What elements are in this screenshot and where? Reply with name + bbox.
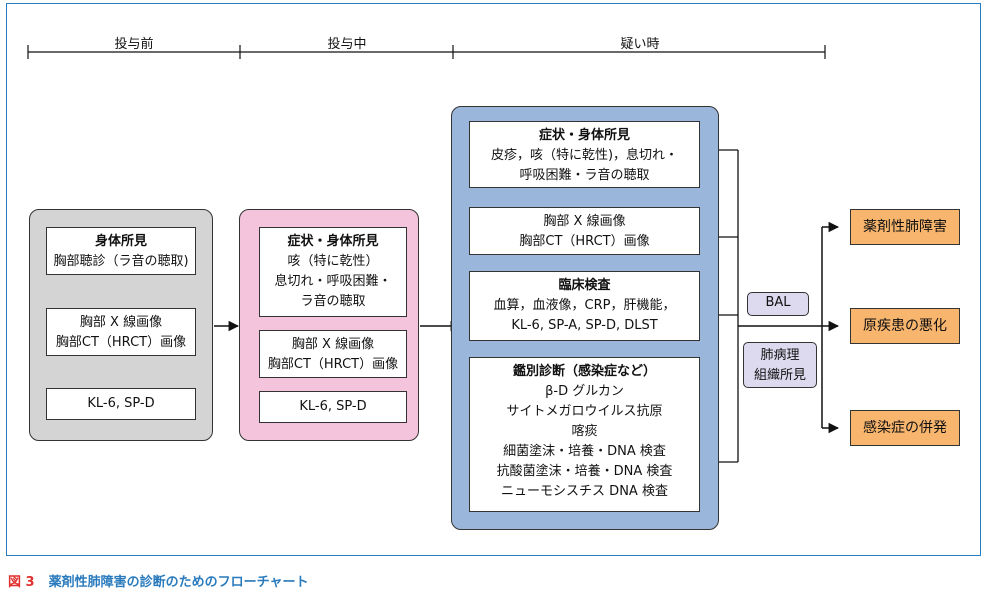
pill-line: 組織所見 bbox=[753, 368, 806, 383]
box-line: 胸部聴診（ラ音の聴取) bbox=[53, 254, 189, 269]
phase-label-before: 投与前 bbox=[114, 37, 154, 52]
box-line: 胸部CT（HRCT）画像 bbox=[267, 357, 399, 372]
box-line: 胸部 X 線画像 bbox=[291, 337, 375, 352]
suspected-differential-box: 鑑別診断（感染症など） β-D グルカン サイトメガロウイルス抗原 喀痰 細菌塗… bbox=[469, 357, 700, 512]
timeline-axis bbox=[27, 45, 826, 59]
before-imaging-box: 胸部 X 線画像 胸部CT（HRCT）画像 bbox=[46, 308, 196, 356]
box-title: 臨床検査 bbox=[558, 278, 611, 293]
before-markers-box: KL-6, SP-D bbox=[46, 388, 196, 420]
box-title: 症状・身体所見 bbox=[538, 128, 630, 143]
box-line: 細菌塗沫・培養・DNA 検査 bbox=[503, 444, 666, 459]
box-title: 身体所見 bbox=[94, 234, 147, 249]
outcome-branch bbox=[821, 221, 840, 434]
pathology-test-pill: 肺病理 組織所見 bbox=[743, 342, 817, 388]
box-line: 咳（特に乾性） bbox=[287, 254, 379, 269]
box-line: 呼吸困難・ラ音の聴取 bbox=[519, 168, 650, 183]
outcome-concurrent-infection: 感染症の併発 bbox=[850, 410, 960, 446]
figure-caption: 図 3 薬剤性肺障害の診断のためのフローチャート bbox=[8, 571, 308, 590]
pill-line: 肺病理 bbox=[760, 348, 800, 363]
box-line: 血算，血液像，CRP，肝機能， bbox=[493, 298, 676, 313]
box-line: 抗酸菌塗沫・培養・DNA 検査 bbox=[496, 464, 673, 479]
box-line: 胸部CT（HRCT）画像 bbox=[55, 335, 187, 350]
box-title: 症状・身体所見 bbox=[287, 234, 379, 249]
figure-number: 図 3 bbox=[8, 575, 35, 590]
box-title: 鑑別診断（感染症など） bbox=[512, 364, 656, 379]
outcome-underlying-disease-worsening: 原疾患の悪化 bbox=[850, 308, 960, 344]
box-line: β-D グルカン bbox=[545, 384, 624, 399]
suspected-imaging-box: 胸部 X 線画像 胸部CT（HRCT）画像 bbox=[469, 207, 700, 255]
during-symptoms-box: 症状・身体所見 咳（特に乾性） 息切れ・呼吸困難・ ラ音の聴取 bbox=[259, 227, 407, 317]
box-line: 胸部 X 線画像 bbox=[79, 315, 163, 330]
box-line: KL-6, SP-D bbox=[299, 399, 367, 414]
box-line: 胸部CT（HRCT）画像 bbox=[519, 234, 650, 249]
box-line: 喀痰 bbox=[571, 424, 598, 439]
figure-title: 薬剤性肺障害の診断のためのフローチャート bbox=[48, 575, 309, 590]
before-physical-findings-box: 身体所見 胸部聴診（ラ音の聴取) bbox=[46, 227, 196, 275]
suspected-symptoms-box: 症状・身体所見 皮疹，咳（特に乾性)，息切れ・ 呼吸困難・ラ音の聴取 bbox=[469, 121, 700, 188]
box-line: ニューモシスチス DNA 検査 bbox=[501, 484, 668, 499]
outcome-drug-induced-lung-injury: 薬剤性肺障害 bbox=[850, 209, 960, 245]
during-markers-box: KL-6, SP-D bbox=[259, 391, 407, 423]
phase-label-during: 投与中 bbox=[327, 37, 367, 52]
box-line: サイトメガロウイルス抗原 bbox=[506, 404, 663, 419]
box-line: 息切れ・呼吸困難・ bbox=[274, 274, 392, 289]
box-line: 胸部 X 線画像 bbox=[543, 214, 626, 229]
box-line: ラ音の聴取 bbox=[300, 294, 366, 309]
box-line: KL-6, SP-A, SP-D, DLST bbox=[511, 318, 658, 333]
bal-test-pill: BAL bbox=[747, 292, 809, 316]
during-imaging-box: 胸部 X 線画像 胸部CT（HRCT）画像 bbox=[259, 330, 407, 378]
suspected-lab-tests-box: 臨床検査 血算，血液像，CRP，肝機能， KL-6, SP-A, SP-D, D… bbox=[469, 271, 700, 341]
box-line: KL-6, SP-D bbox=[87, 396, 155, 411]
phase-label-suspected: 疑い時 bbox=[620, 37, 660, 52]
box-line: 皮疹，咳（特に乾性)，息切れ・ bbox=[490, 148, 679, 163]
